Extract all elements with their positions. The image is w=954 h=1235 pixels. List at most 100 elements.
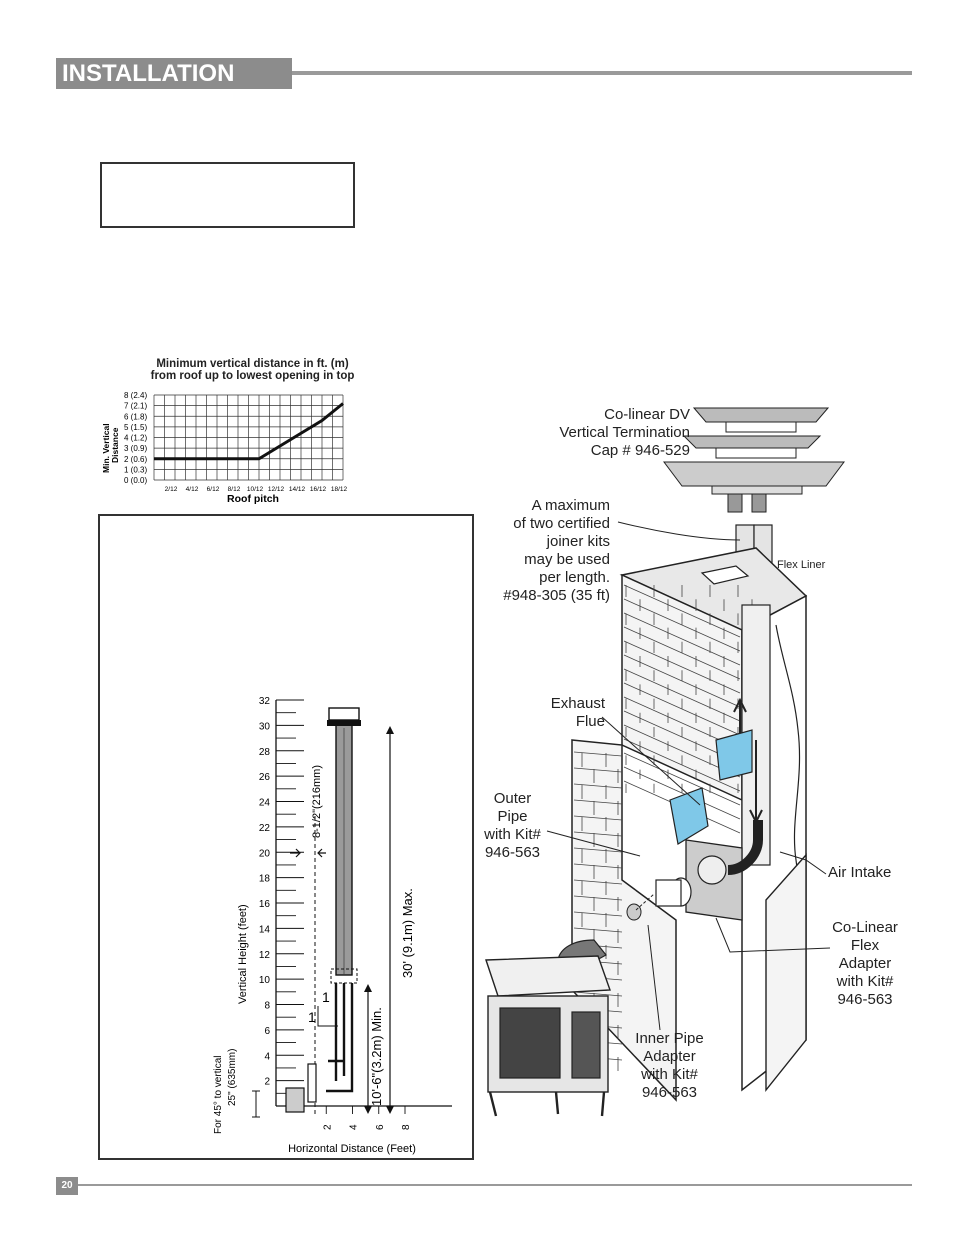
adapter-opening	[697, 855, 727, 885]
brick-course	[623, 668, 741, 722]
vent-cap	[328, 707, 360, 721]
vent-cap-base	[327, 720, 361, 726]
chimney-opening	[700, 565, 750, 585]
vent-y-tick-label: 6	[264, 1026, 270, 1037]
vent-y-tick-label: 22	[259, 823, 271, 834]
pitch-y-tick: 7 (2.1)	[124, 402, 147, 411]
pitch-chart-ylabel-1: Min. Vertical	[101, 423, 111, 473]
colinear-adapter	[727, 820, 763, 875]
pitch-y-tick: 6 (1.8)	[124, 412, 147, 421]
section-title: INSTALLATION	[56, 58, 292, 89]
side-note-bracket	[252, 1090, 260, 1118]
pitch-chart: 0 (0.0) 1 (0.3)2 (0.6) 3 (0.9)4 (1.2) 5 (1.…	[101, 391, 348, 505]
exhaust-flue-section	[715, 729, 753, 781]
brick-course	[573, 879, 623, 885]
brick-course	[573, 863, 623, 869]
vent-y-tick-label: 18	[259, 874, 271, 885]
brick-course	[623, 584, 741, 638]
vent-chart-box	[98, 514, 474, 1160]
pitch-y-tick: 8 (2.4)	[124, 391, 147, 400]
pitch-x-tick: 6/12	[207, 486, 220, 493]
pitch-x-tick: 12/12	[268, 486, 285, 493]
brick-course	[573, 895, 623, 901]
pitch-chart-grid	[153, 394, 344, 481]
vent-x-ticks: 2 4 6 8	[322, 1106, 412, 1130]
stove-drawing	[485, 939, 611, 1117]
termination-cap-drawing	[663, 407, 845, 513]
alignment-line	[635, 893, 655, 911]
pitch-y-tick: 3 (0.9)	[124, 444, 147, 453]
vent-x-tick-label: 8	[401, 1124, 412, 1130]
footer-rule	[78, 1184, 912, 1186]
brick-course	[573, 927, 623, 933]
dim-min-label: 10'-6"(3.2m) Min.	[369, 1007, 384, 1106]
pitch-chart-ylabel-2: Distance	[110, 427, 120, 463]
dim-max-label: 30' (9.1m) Max.	[400, 888, 415, 978]
vent-y-tick-label: 4	[264, 1051, 270, 1062]
vent-connector	[307, 1063, 317, 1103]
label-air-intake: Air Intake	[828, 864, 892, 881]
vent-x-tick-label: 2	[322, 1124, 333, 1130]
label-termination-cap: Co-linear DV Vertical Termination Cap # …	[559, 406, 690, 459]
brick-course	[573, 911, 623, 917]
brick-course	[623, 640, 741, 694]
vent-x-tick-label: 4	[349, 1124, 360, 1130]
pitch-chart-series-line	[154, 402, 344, 461]
vent-y-tick-label: 20	[259, 848, 271, 859]
slope-label-a: 1	[322, 989, 330, 1005]
vent-y-tick-label: 8	[264, 1001, 270, 1012]
pitch-y-tick: 4 (1.2)	[124, 434, 147, 443]
vent-elbow	[326, 983, 354, 1093]
page-number: 20	[56, 1177, 78, 1195]
pitch-chart-x-ticks: 2/12 4/12 6/12 8/12 10/12 12/12 14/12 16/12 18/1…	[165, 486, 348, 493]
vent-y-tick-label: 2	[264, 1077, 270, 1088]
pitch-x-tick: 16/12	[310, 486, 327, 493]
pitch-x-tick: 8/12	[228, 486, 241, 493]
vent-x-tick-label: 6	[375, 1124, 386, 1130]
pitch-y-tick: 2 (0.6)	[124, 455, 147, 464]
label-colinear-adapter: Co-Linear Flex Adapter with Kit# 946-563	[832, 919, 898, 1008]
pitch-x-tick: 10/12	[247, 486, 264, 493]
vent-y-tick-label: 24	[259, 798, 271, 809]
pitch-chart-title: Minimum vertical distance in ft. (m) fro…	[150, 358, 355, 382]
inner-pipe-adapter	[626, 903, 642, 921]
slope-indicator	[317, 1006, 338, 1027]
label-inner-pipe: Inner Pipe Adapter with Kit# 946-563	[635, 1030, 704, 1101]
pitch-x-tick: 18/12	[331, 486, 348, 493]
vent-y-tick-label: 14	[259, 924, 271, 935]
vent-y-tick-label: 28	[259, 747, 271, 758]
brick-course	[573, 815, 623, 821]
vent-y-tick-label: 26	[259, 772, 271, 783]
label-outer-pipe: Outer Pipe with Kit# 946-563	[484, 790, 541, 861]
pitch-y-tick: 0 (0.0)	[124, 476, 147, 485]
vent-y-tick-label: 32	[259, 696, 271, 707]
vent-y-tick-label: 30	[259, 721, 271, 732]
outer-pipe	[655, 879, 682, 907]
note-box	[100, 162, 355, 228]
label-flex-liner: Flex Liner	[777, 559, 826, 571]
vent-xlabel: Horizontal Distance (Feet)	[288, 1143, 416, 1155]
pitch-x-tick: 4/12	[186, 486, 199, 493]
vent-y-tick-label: 12	[259, 950, 271, 961]
vent-ylabel: Vertical Height (feet)	[237, 904, 249, 1004]
side-note-2: 25" (635mm)	[227, 1049, 238, 1106]
pitch-y-tick: 5 (1.5)	[124, 423, 147, 432]
vent-y-tick-label: 10	[259, 975, 271, 986]
side-note-1: For 45° to vertical	[213, 1056, 224, 1134]
pitch-chart-y-ticks: 0 (0.0) 1 (0.3)2 (0.6) 3 (0.9)4 (1.2) 5 (1.…	[124, 391, 147, 485]
vent-stove-small	[285, 1087, 305, 1113]
label-exhaust-flue: Exhaust Flue	[550, 695, 605, 730]
vent-y-tick-label: 16	[259, 899, 271, 910]
brick-course	[623, 612, 741, 666]
dim-width-label: 8-1/2"(216mm)	[311, 765, 323, 838]
pitch-x-tick: 14/12	[289, 486, 306, 493]
pitch-x-tick: 2/12	[165, 486, 178, 493]
label-joiner-kits: A maximum of two certified joiner kits m…	[503, 497, 610, 604]
pitch-chart-xlabel: Roof pitch	[227, 493, 279, 505]
brick-course	[573, 991, 623, 997]
slope-label-b: 1	[308, 1009, 316, 1025]
pitch-y-tick: 1 (0.3)	[124, 465, 147, 474]
dim-width-arrows	[290, 848, 326, 858]
